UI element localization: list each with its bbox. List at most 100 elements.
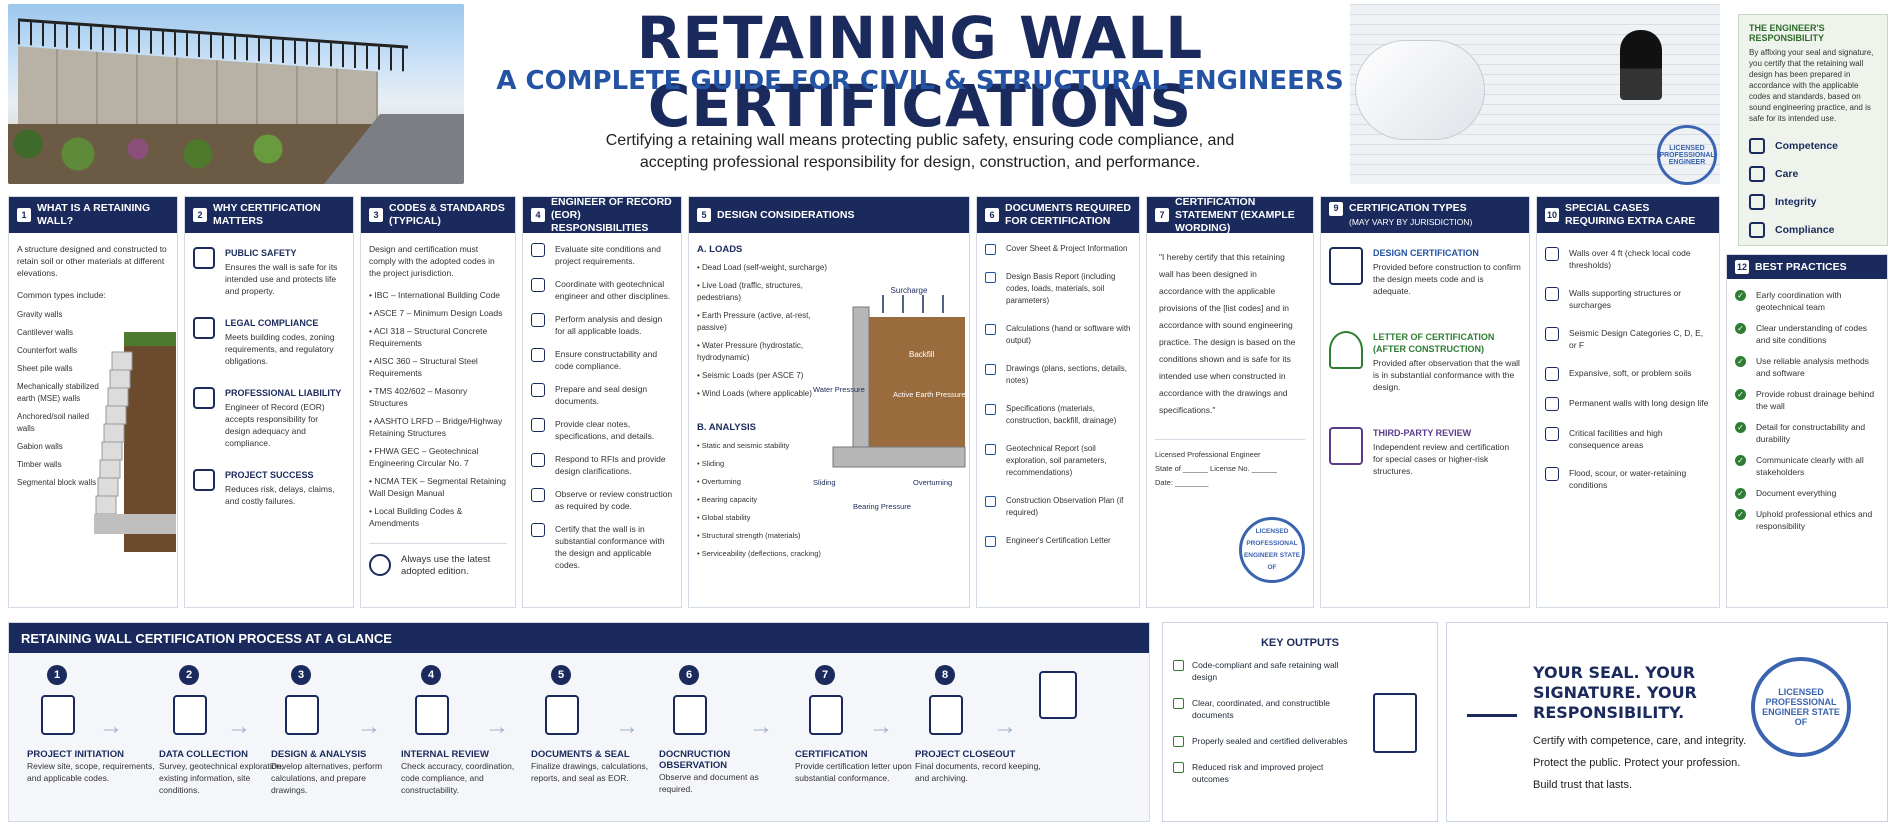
list-item: • Wind Loads (where applicable): [697, 389, 812, 398]
list-item: Observe or review construction as requir…: [531, 488, 673, 512]
special-case-item: Walls supporting structures or surcharge…: [1545, 287, 1711, 311]
checklist-icon: [1749, 222, 1765, 238]
stamp-image: [1620, 30, 1662, 100]
section-number: 3: [369, 208, 383, 222]
check-icon: ✓: [1735, 422, 1746, 433]
list-item: • IBC – International Building Code: [369, 290, 501, 300]
gavel-icon: [193, 317, 215, 339]
seal-line: Certify with competence, care, and integ…: [1533, 735, 1747, 747]
list-item: • FHWA GEC – Geotechnical Engineering Ci…: [369, 446, 479, 468]
check-icon: ✓: [1735, 509, 1746, 520]
key-outputs-title: KEY OUTPUTS: [1260, 637, 1340, 649]
arrow-icon: →: [749, 713, 773, 740]
list-item: • Serviceability (deflections, cracking): [697, 549, 821, 558]
responsibility-item: Competence: [1749, 132, 1877, 160]
engineer-hardhat-icon: [1329, 331, 1363, 369]
shield-check-icon: [193, 247, 215, 269]
special-case-item: Flood, scour, or water-retaining conditi…: [1545, 467, 1711, 491]
list-item: • Static and seismic stability: [697, 441, 790, 450]
responsibility-item: Integrity: [1749, 188, 1877, 216]
seal-icon: [545, 695, 579, 735]
soil-icon: [1545, 367, 1559, 381]
list-item: Segmental block walls: [17, 478, 97, 487]
analysis-title: B. ANALYSIS: [697, 422, 756, 433]
responsibility-item: Compliance: [1749, 216, 1877, 244]
output-item: Reduced risk and improved project outcom…: [1173, 761, 1427, 785]
best-practice-item: ✓Detail for constructability and durabil…: [1735, 421, 1879, 445]
certify-icon: [531, 523, 545, 537]
best-practice-item: ✓Communicate clearly with all stakeholde…: [1735, 454, 1879, 478]
list-item: Perform analysis and design for all appl…: [531, 313, 673, 337]
list-item: Cantilever walls: [17, 328, 74, 337]
document-item: Cover Sheet & Project Information: [985, 243, 1131, 255]
best-practice-item: ✓Uphold professional ethics and responsi…: [1735, 508, 1879, 532]
list-item: • Earth Pressure (active, at-rest, passi…: [697, 311, 811, 332]
page-subtitle: A COMPLETE GUIDE FOR CIVIL & STRUCTURAL …: [496, 66, 1344, 96]
surcharge-label: Surcharge: [891, 287, 928, 295]
review-icon: [415, 695, 449, 735]
arrow-icon: →: [993, 713, 1017, 740]
responsibility-item: Care: [1749, 160, 1877, 188]
growth-chart-icon: [193, 469, 215, 491]
state-license-line: State of ______ License No. ______: [1155, 464, 1277, 473]
section-number: 10: [1545, 208, 1559, 222]
list-item: Mechanically stabilized earth (MSE) wall…: [17, 382, 99, 403]
special-case-item: Walls over 4 ft (check local code thresh…: [1545, 247, 1711, 271]
list-item: Respond to RFIs and provide design clari…: [531, 453, 673, 477]
checkbox-icon: [985, 244, 996, 255]
document-item: Specifications (materials, construction,…: [985, 403, 1131, 427]
document-item: Engineer's Certification Letter: [985, 535, 1131, 547]
water-pressure-label: Water Pressure: [813, 385, 865, 394]
list-item: • ASCE 7 – Minimum Design Loads: [369, 308, 503, 318]
list-item: • AASHTO LRFD – Bridge/Highway Retaining…: [369, 416, 503, 438]
seal-image: LICENSED PROFESSIONAL ENGINEER: [1657, 125, 1717, 185]
list-item: • Water Pressure (hydrostatic, hydrodyna…: [697, 341, 804, 362]
section-number: 4: [531, 208, 545, 222]
analysis-icon: [531, 313, 545, 327]
wall-cross-section-image: [94, 332, 176, 552]
overturning-label: Overturning: [913, 478, 952, 487]
document-item: Geotechnical Report (soil exploration, s…: [985, 443, 1131, 479]
checklist-icon: [1329, 427, 1363, 465]
check-icon: [1173, 762, 1184, 773]
list-item: • ACI 318 – Structural Concrete Requirem…: [369, 326, 488, 348]
section-title: CODES & STANDARDS (TYPICAL): [389, 202, 505, 227]
section-text: A structure designed and constructed to …: [17, 244, 167, 278]
clipboard-icon: [41, 695, 75, 735]
special-case-item: Critical facilities and high consequence…: [1545, 427, 1711, 451]
output-item: Code-compliant and safe retaining wall d…: [1173, 659, 1427, 683]
pe-seal-large: LICENSED PROFESSIONAL ENGINEER STATE OF: [1751, 657, 1851, 757]
section-title: WHAT IS A RETAINING WALL?: [37, 202, 151, 227]
wall-forces-diagram: Surcharge Backfill Active Earth Pressure…: [813, 287, 966, 511]
best-practice-item: ✓Early coordination with geotechnical te…: [1735, 289, 1879, 313]
best-practice-item: ✓Provide robust drainage behind the wall: [1735, 388, 1879, 412]
intro-text: Certifying a retaining wall means protec…: [605, 132, 1235, 171]
checkbox-icon: [985, 496, 996, 507]
document-item: Calculations (hand or software with outp…: [985, 323, 1131, 347]
list-item: • Global stability: [697, 513, 751, 522]
process-title: RETAINING WALL CERTIFICATION PROCESS AT …: [9, 623, 1149, 653]
arrow-icon: →: [615, 713, 639, 740]
bearing-pressure-label: Bearing Pressure: [853, 502, 911, 511]
section-number: 9: [1329, 201, 1343, 216]
list-item: Sheet pile walls: [17, 364, 73, 373]
arrow-icon: →: [227, 713, 251, 740]
check-icon: ✓: [1735, 389, 1746, 400]
wall-icon: [1545, 247, 1559, 261]
sliding-label: Sliding: [813, 478, 836, 487]
document-item: Drawings (plans, sections, details, note…: [985, 363, 1131, 387]
section-number: 12: [1735, 260, 1750, 274]
check-icon: ✓: [1735, 323, 1746, 334]
list-item: • Local Building Codes & Amendments: [369, 506, 463, 528]
scale-icon: [1749, 194, 1765, 210]
